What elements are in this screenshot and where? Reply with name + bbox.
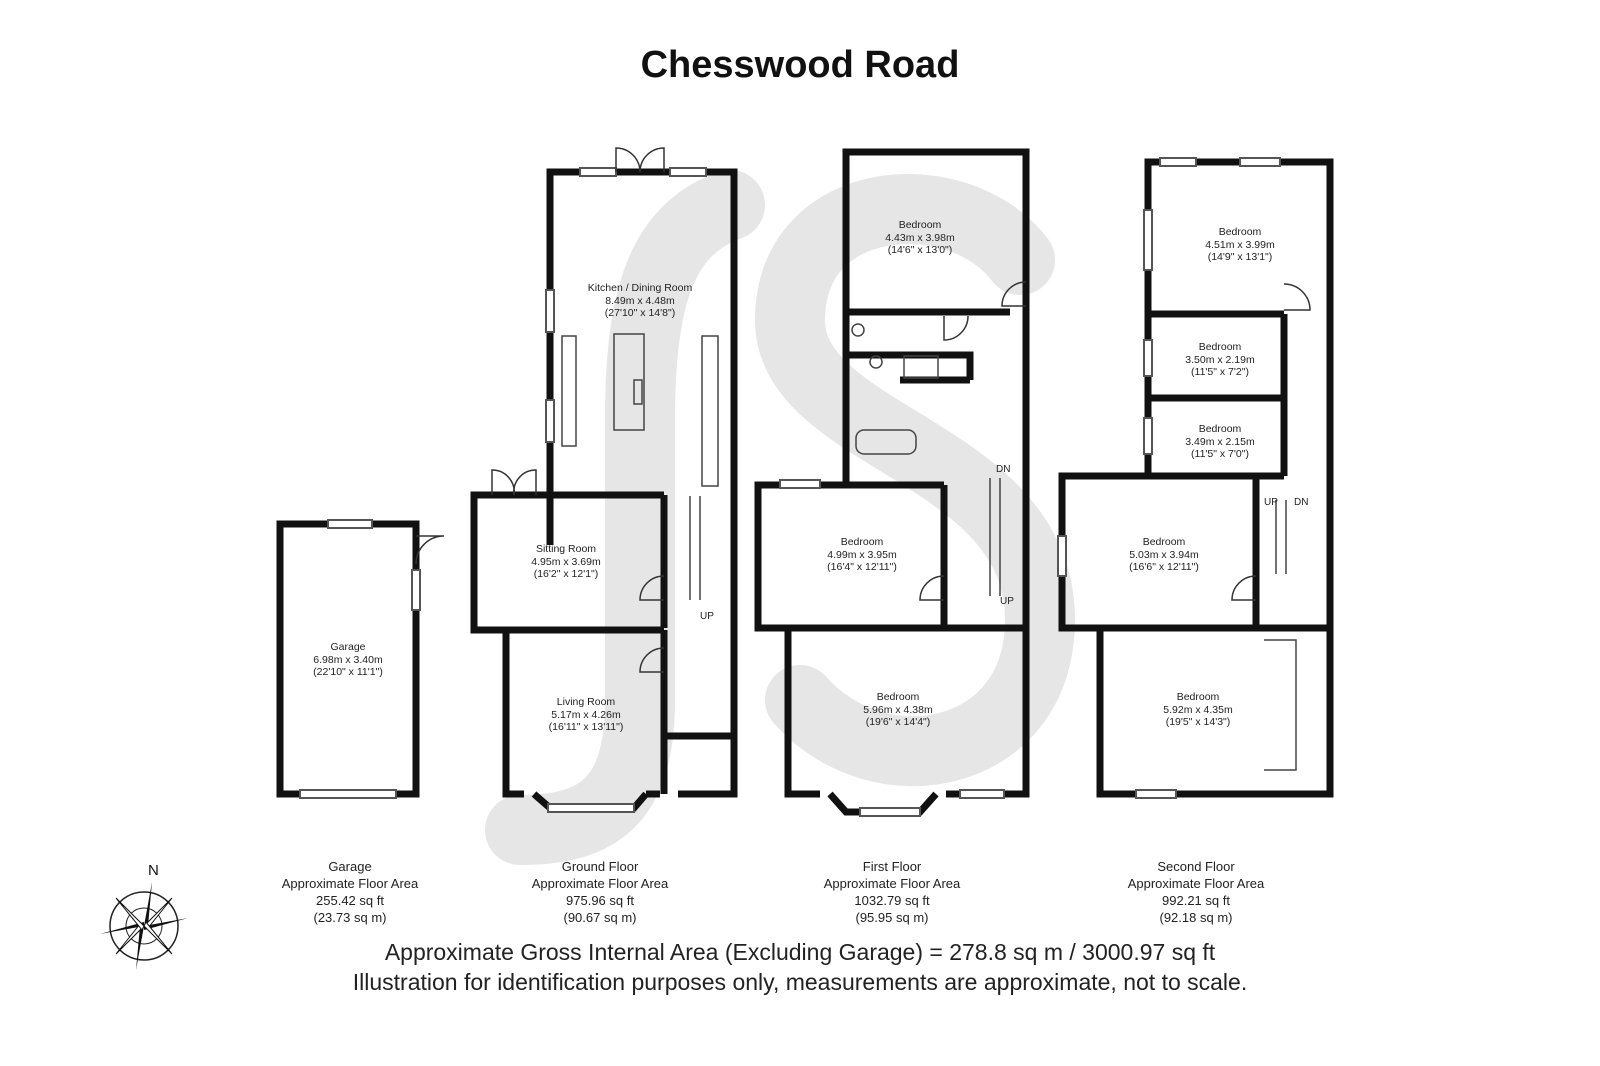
room-size-metric: 3.50m x 2.19m [1185, 353, 1255, 366]
room-size-metric: 5.03m x 3.94m [1129, 548, 1199, 561]
room-size-imperial: (16'2" x 12'1") [533, 568, 599, 580]
floor-caption-second: Second Floor Approximate Floor Area 992.… [1076, 858, 1316, 926]
room-name: Sitting Room [535, 543, 597, 555]
floor-area-sqm: (95.95 sq m) [855, 910, 929, 925]
shower [903, 355, 939, 379]
room-size-metric: 4.95m x 3.69m [531, 555, 601, 568]
room-label-sf-bedroom-front: Bedroom 5.92m x 4.35m (19'5" x 14'3") [1163, 691, 1232, 729]
stair-up-label-ground: UP [700, 611, 714, 622]
room-size-metric: 4.99m x 3.95m [827, 548, 897, 561]
room-label-ff-bedroom-middle: Bedroom 4.99m x 3.95m (16'4" x 12'11") [827, 536, 897, 574]
room-name: Bedroom [1198, 423, 1242, 435]
floor-area-label: Approximate Floor Area [531, 876, 669, 891]
room-name: Bedroom [876, 691, 920, 703]
room-name: Bedroom [1198, 341, 1242, 353]
stair-up-label-first: UP [1000, 596, 1014, 607]
room-size-imperial: (16'4" x 12'11") [827, 561, 897, 573]
floor-caption-first: First Floor Approximate Floor Area 1032.… [772, 858, 1012, 926]
floor-name: Second Floor [1157, 859, 1235, 874]
room-size-metric: 8.49m x 4.48m [605, 294, 675, 307]
gross-area-note: Approximate Gross Internal Area (Excludi… [384, 939, 1216, 965]
room-size-imperial: (11'5" x 7'2") [1191, 366, 1249, 378]
room-size-imperial: (16'6" x 12'11") [1129, 561, 1199, 573]
room-label-sitting-room: Sitting Room 4.95m x 3.69m (16'2" x 12'1… [531, 543, 600, 581]
floor-name: Ground Floor [561, 859, 639, 874]
floor-area-sqft: 1032.79 sq ft [854, 893, 930, 908]
stair-down-label-second: DN [1294, 497, 1309, 508]
room-size-metric: 5.96m x 4.38m [863, 703, 933, 716]
room-size-imperial: (14'6" x 13'0") [887, 244, 953, 256]
room-size-imperial: (19'6" x 14'4") [865, 716, 931, 728]
windows [299, 157, 1281, 817]
stair-up-label-second: UP [1264, 497, 1278, 508]
room-name: Kitchen / Dining Room [587, 282, 693, 294]
room-label-ff-bedroom-rear: Bedroom 4.43m x 3.98m (14'6" x 13'0") [885, 219, 954, 257]
floor-area-label: Approximate Floor Area [1127, 876, 1265, 891]
room-size-metric: 5.92m x 4.35m [1163, 703, 1233, 716]
room-name: Garage [330, 641, 366, 653]
room-name: Living Room [556, 696, 616, 708]
floor-area-sqm: (23.73 sq m) [313, 910, 387, 925]
compass-rose-icon [100, 882, 188, 970]
compass-north-label: N [148, 862, 159, 879]
floor-area-label: Approximate Floor Area [823, 876, 961, 891]
room-label-sf-bedroom-rear: Bedroom 4.51m x 3.99m (14'9" x 13'1") [1205, 226, 1274, 264]
fixtures [561, 323, 1297, 771]
room-label-kitchen-dining: Kitchen / Dining Room 8.49m x 4.48m (27'… [588, 282, 692, 320]
page-title: Chesswood Road [640, 44, 960, 86]
room-size-imperial: (14'9" x 13'1") [1207, 251, 1273, 263]
room-label-garage: Garage 6.98m x 3.40m (22'10" x 11'1") [313, 641, 383, 679]
room-label-sf-bedroom-small-2: Bedroom 3.49m x 2.15m (11'5" x 7'0") [1185, 423, 1254, 461]
kitchen-island [613, 333, 645, 431]
room-size-imperial: (19'5" x 14'3") [1165, 716, 1231, 728]
room-size-metric: 6.98m x 3.40m [313, 653, 383, 666]
toilet [869, 355, 883, 369]
disclaimer-note: Illustration for identification purposes… [352, 969, 1248, 995]
floor-area-sqft: 992.21 sq ft [1162, 893, 1230, 908]
floor-name: Garage [328, 859, 372, 874]
room-label-sf-bedroom-middle: Bedroom 5.03m x 3.94m (16'6" x 12'11") [1129, 536, 1199, 574]
floor-area-sqft: 975.96 sq ft [566, 893, 634, 908]
floor-name: First Floor [862, 859, 922, 874]
room-size-metric: 3.49m x 2.15m [1185, 435, 1255, 448]
floor-area-label: Approximate Floor Area [281, 876, 419, 891]
walls [276, 148, 1334, 816]
floor-caption-garage: Garage Approximate Floor Area 255.42 sq … [230, 858, 470, 926]
room-size-metric: 4.43m x 3.98m [885, 231, 955, 244]
room-label-sf-bedroom-small-1: Bedroom 3.50m x 2.19m (11'5" x 7'2") [1185, 341, 1254, 379]
room-name: Bedroom [1176, 691, 1220, 703]
room-label-living-room: Living Room 5.17m x 4.26m (16'11" x 13'1… [549, 696, 624, 734]
floor-area-sqft: 255.42 sq ft [316, 893, 384, 908]
room-name: Bedroom [1142, 536, 1186, 548]
room-size-metric: 4.51m x 3.99m [1205, 238, 1275, 251]
floor-caption-ground: Ground Floor Approximate Floor Area 975.… [480, 858, 720, 926]
room-name: Bedroom [898, 219, 942, 231]
room-name: Bedroom [1218, 226, 1262, 238]
room-size-imperial: (27'10" x 14'8") [604, 307, 676, 319]
room-label-ff-bedroom-front: Bedroom 5.96m x 4.38m (19'6" x 14'4") [863, 691, 932, 729]
doors [415, 147, 1311, 673]
stair-down-label-first: DN [996, 464, 1011, 475]
room-size-imperial: (22'10" x 11'1") [313, 666, 383, 678]
room-size-imperial: (11'5" x 7'0") [1191, 448, 1249, 460]
room-name: Bedroom [840, 536, 884, 548]
floor-area-sqm: (92.18 sq m) [1159, 910, 1233, 925]
room-size-imperial: (16'11" x 13'11") [548, 721, 624, 733]
floor-area-sqm: (90.67 sq m) [563, 910, 637, 925]
room-size-metric: 5.17m x 4.26m [551, 708, 621, 721]
bathtub [855, 429, 917, 455]
